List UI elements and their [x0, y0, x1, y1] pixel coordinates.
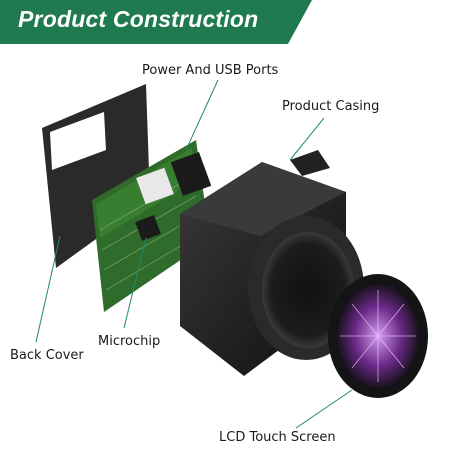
pcb-board: [92, 140, 212, 312]
power-port-component: [170, 151, 212, 197]
title-banner: [0, 0, 312, 44]
leader-lines: [35, 79, 353, 429]
back-cover: [42, 84, 150, 268]
label-lcd-touch-screen: LCD Touch Screen: [219, 430, 336, 445]
label-microchip: Microchip: [98, 334, 161, 349]
usb-port-component: [136, 167, 174, 205]
label-power-usb-ports: Power And USB Ports: [142, 63, 279, 78]
label-product-casing: Product Casing: [282, 99, 380, 114]
label-back-cover: Back Cover: [10, 348, 84, 363]
microchip-component: [135, 215, 161, 241]
lcd-touch-screen: [328, 274, 428, 398]
page-title: Product Construction: [18, 6, 259, 32]
